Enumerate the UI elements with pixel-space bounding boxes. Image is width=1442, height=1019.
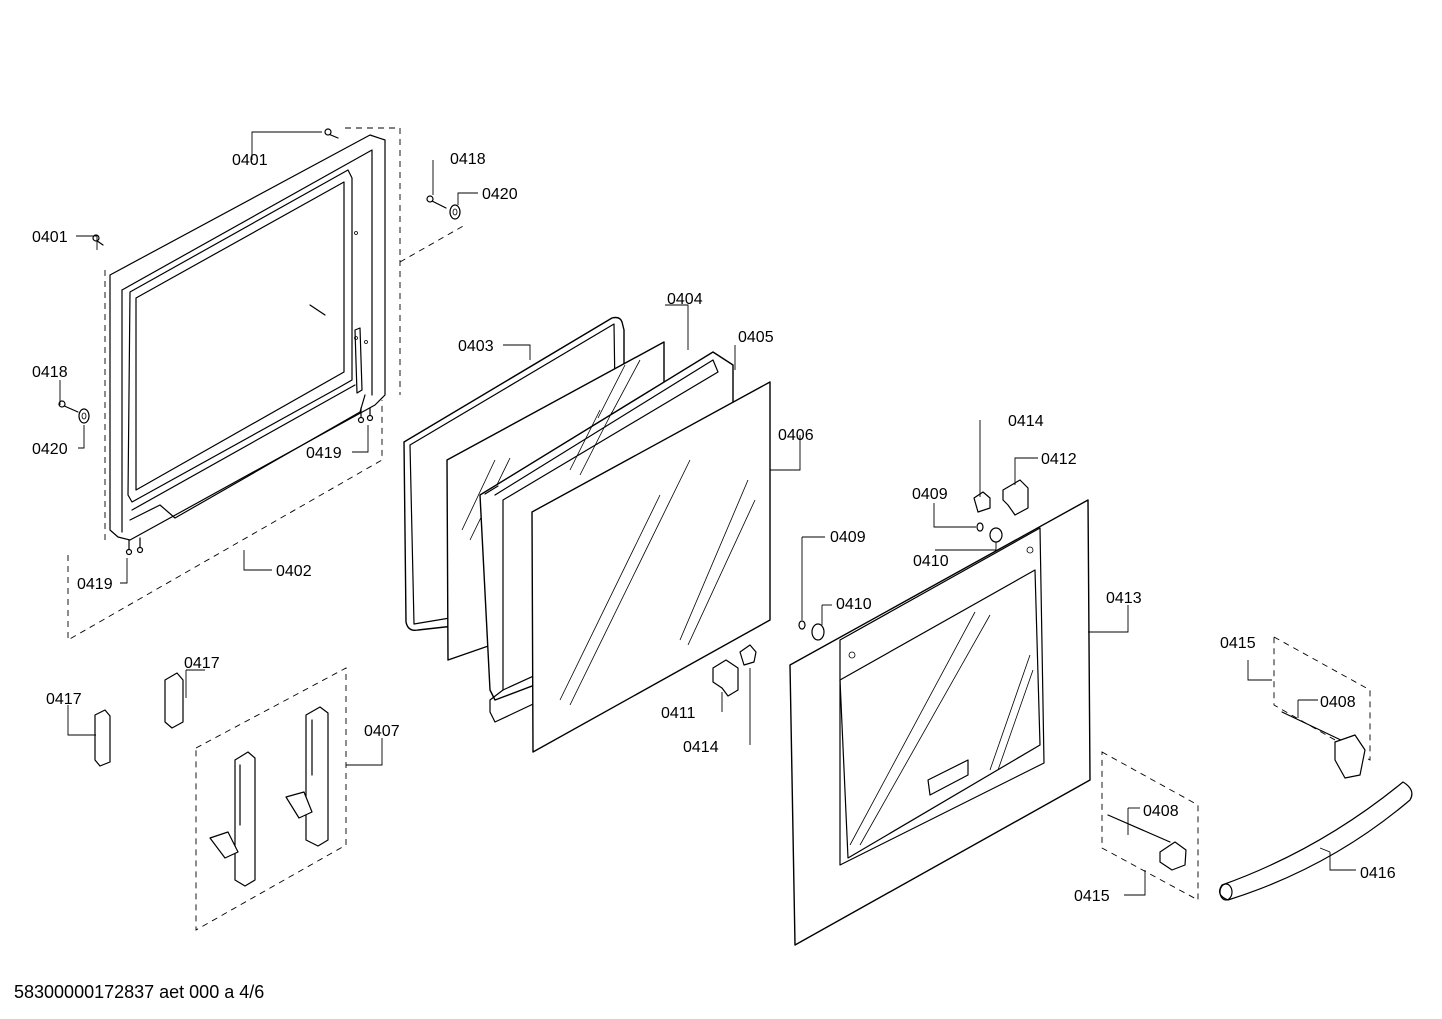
- outer-door-panel: [789, 499, 1091, 946]
- part-label-0417-left: 0417: [46, 691, 82, 708]
- part-label-0414-bottom: 0414: [683, 739, 719, 756]
- glass-panel-front: [531, 381, 771, 753]
- part-label-0408-top: 0408: [1320, 694, 1356, 711]
- part-label-0408-bottom: 0408: [1143, 803, 1179, 820]
- part-label-0415-top: 0415: [1220, 635, 1256, 652]
- bracket-part: [712, 479, 1029, 697]
- part-label-0417-right: 0417: [184, 655, 220, 672]
- part-label-0420-right: 0420: [482, 186, 518, 203]
- part-label-0416: 0416: [1360, 865, 1396, 882]
- part-label-0418-right: 0418: [450, 151, 486, 168]
- screw-icon: [58, 128, 461, 556]
- part-label-0406: 0406: [778, 427, 814, 444]
- part-label-0403: 0403: [458, 338, 494, 355]
- part-label-0405: 0405: [738, 329, 774, 346]
- leader-lines: [59, 131, 1356, 896]
- part-label-0415-bottom: 0415: [1074, 888, 1110, 905]
- part-label-0419-left: 0419: [77, 576, 113, 593]
- part-label-0401-top: 0401: [232, 152, 268, 169]
- part-label-0419-right: 0419: [306, 445, 342, 462]
- hinge-assembly: [195, 667, 347, 931]
- drawing-reference-number: 58300000172837 aet 000 a 4/6: [14, 982, 264, 1002]
- part-label-0411: 0411: [661, 705, 696, 722]
- part-label-0401-left: 0401: [32, 229, 68, 246]
- part-label-0418-left: 0418: [32, 364, 68, 381]
- part-label-0414-top: 0414: [1008, 413, 1044, 430]
- part-label-0409-left: 0409: [830, 529, 866, 546]
- inner-door-frame: [67, 127, 466, 641]
- part-label-0409-top: 0409: [912, 486, 948, 503]
- part-label-0402: 0402: [276, 563, 312, 580]
- part-label-0407: 0407: [364, 723, 400, 740]
- part-label-0420-left: 0420: [32, 441, 68, 458]
- door-clip: [94, 672, 184, 767]
- part-label-0412: 0412: [1041, 451, 1077, 468]
- part-label-0410-left: 0410: [836, 596, 872, 613]
- part-label-0404: 0404: [667, 291, 703, 308]
- part-label-0413: 0413: [1106, 590, 1142, 607]
- handle-parts: [1101, 636, 1413, 901]
- part-label-0410-top: 0410: [913, 553, 949, 570]
